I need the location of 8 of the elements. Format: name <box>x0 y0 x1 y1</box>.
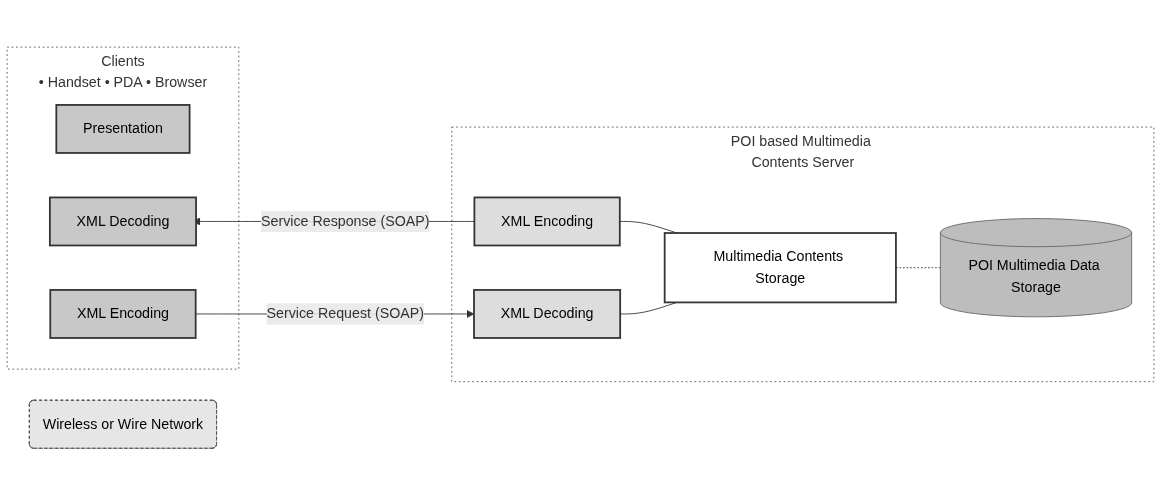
node-box: Multimedia Contents Storage <box>663 231 897 304</box>
node-box: XML Encoding <box>49 288 197 339</box>
edge-label: Service Request (SOAP) <box>266 305 424 321</box>
node-box: XML Decoding <box>473 288 622 339</box>
node-box: Presentation <box>55 103 191 154</box>
edge-label: Service Response (SOAP) <box>261 213 430 229</box>
node-box: XML Decoding <box>49 196 197 247</box>
node-box: XML Encoding <box>473 196 621 247</box>
